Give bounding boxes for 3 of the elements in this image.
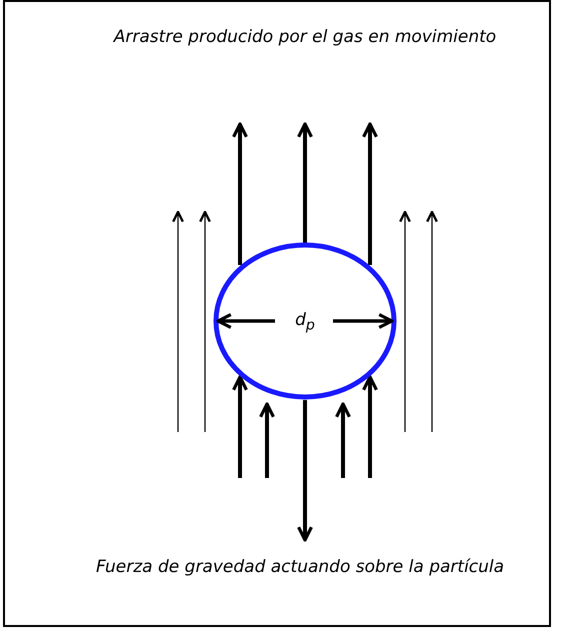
heading-text: Arrastre producido por el gas en movimiento	[112, 26, 498, 49]
caption-text: Fuerza de gravedad actuando sobre la partícula	[94, 556, 506, 579]
diameter-label: d$_{p}$	[294, 309, 316, 336]
